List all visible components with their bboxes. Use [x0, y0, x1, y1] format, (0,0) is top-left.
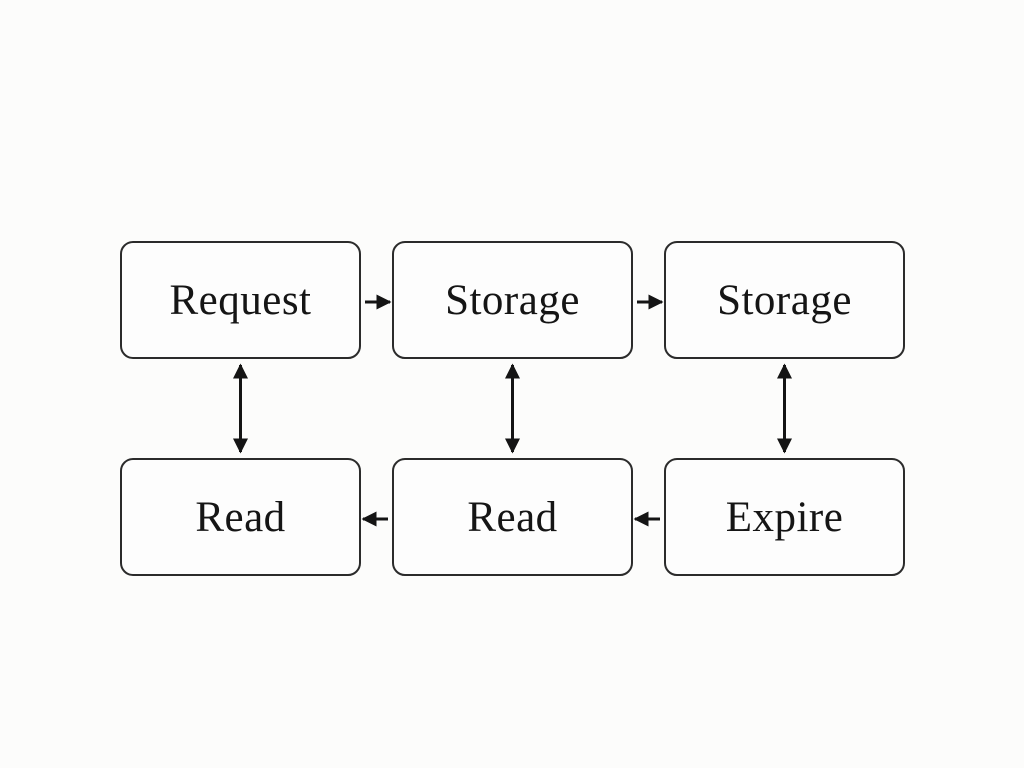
node-storage-right-label: Storage [717, 276, 852, 324]
node-expire-label: Expire [725, 493, 844, 541]
node-expire: Expire [664, 458, 905, 576]
node-read-middle-label: Read [467, 493, 558, 541]
node-request: Request [120, 241, 361, 359]
node-read-middle: Read [392, 458, 633, 576]
node-storage-middle-label: Storage [445, 276, 580, 324]
node-read-left: Read [120, 458, 361, 576]
node-request-label: Request [169, 276, 312, 324]
node-storage-middle: Storage [392, 241, 633, 359]
node-read-left-label: Read [195, 493, 286, 541]
node-storage-right: Storage [664, 241, 905, 359]
